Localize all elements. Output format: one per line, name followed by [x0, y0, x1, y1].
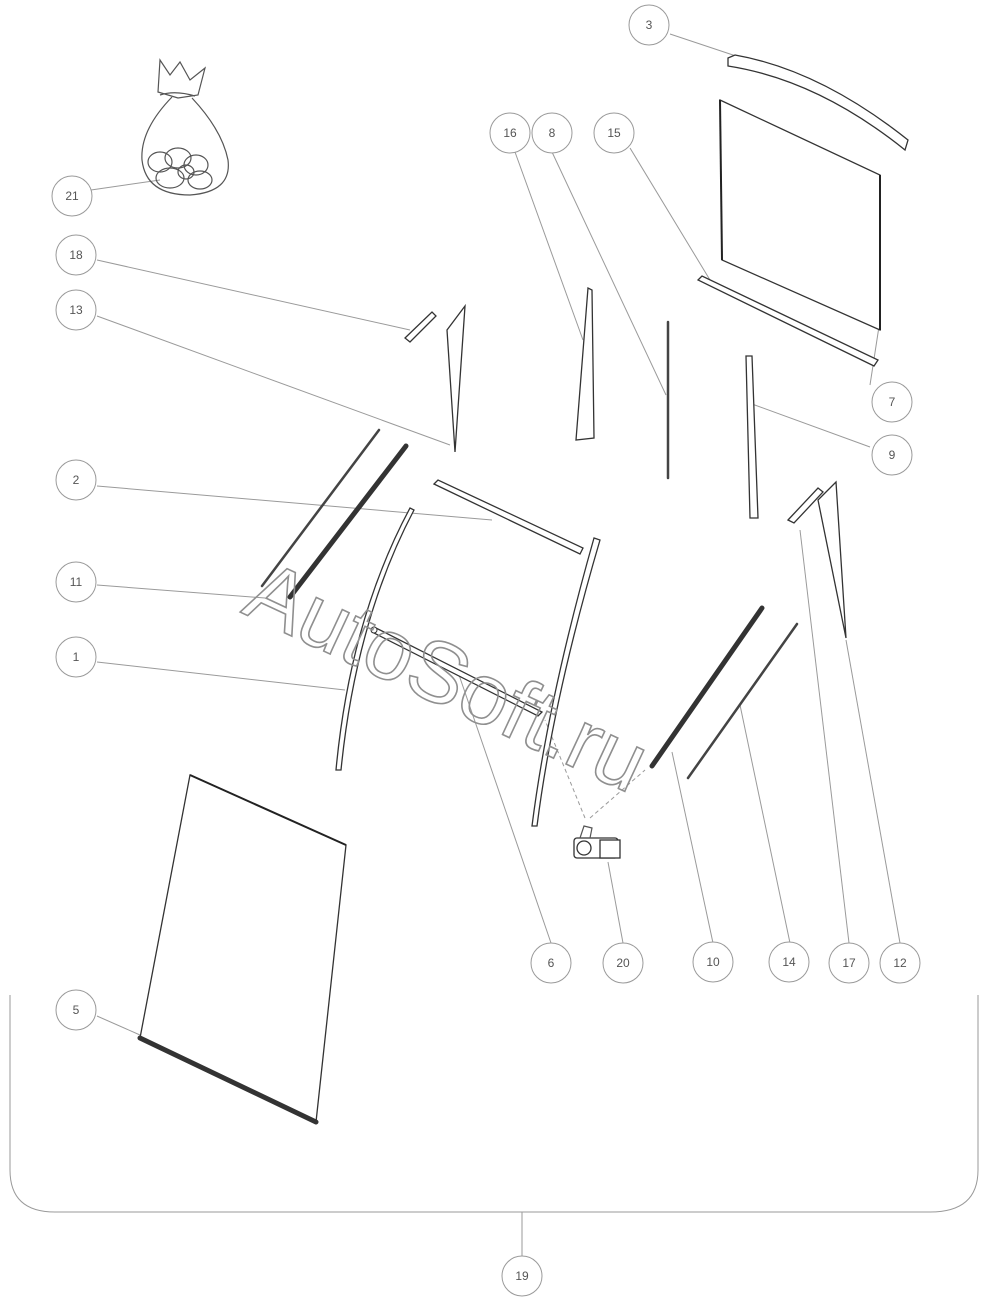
- svg-text:19: 19: [515, 1269, 529, 1283]
- svg-text:16: 16: [503, 126, 517, 140]
- callout-9: 9: [871, 434, 913, 476]
- kit-outline: [9, 995, 979, 1213]
- callout-6: 6: [530, 942, 572, 984]
- callout-14: 14: [768, 941, 810, 983]
- svg-text:9: 9: [889, 448, 896, 462]
- part-3-top-curved-strip: [727, 54, 909, 152]
- part-top-window-panel: [719, 98, 881, 331]
- callout-17: 17: [828, 942, 870, 984]
- callout-2: 2: [55, 459, 97, 501]
- svg-text:21: 21: [65, 189, 79, 203]
- svg-text:7: 7: [889, 395, 896, 409]
- svg-text:3: 3: [646, 18, 653, 32]
- callout-13: 13: [55, 289, 97, 331]
- callout-3: 3: [628, 4, 670, 46]
- part-16-wedge: [575, 286, 595, 441]
- svg-text:13: 13: [69, 303, 83, 317]
- callout-21: 21: [51, 175, 93, 217]
- part-20-camera: [573, 825, 621, 859]
- svg-text:5: 5: [73, 1003, 80, 1017]
- leader-lines: [90, 33, 901, 1256]
- part-2-strip: [432, 479, 584, 555]
- part-18-small-strip: [404, 311, 437, 343]
- callout-20: 20: [602, 942, 644, 984]
- part-21-clip-bag: [141, 58, 229, 196]
- callout-16: 16: [489, 112, 531, 154]
- callout-bubbles: 1 2 3 5 6 7 8 9 10 11 12 13 14 15 16 17 …: [51, 4, 921, 1297]
- svg-text:20: 20: [616, 956, 630, 970]
- part-13-triangle: [446, 303, 466, 453]
- svg-text:11: 11: [70, 575, 83, 589]
- callout-19: 19: [501, 1255, 543, 1297]
- part-10-14-rails: [649, 605, 799, 780]
- part-17-strip: [786, 487, 824, 524]
- part-11-rails: [260, 428, 409, 600]
- svg-text:15: 15: [607, 126, 621, 140]
- svg-text:14: 14: [782, 955, 796, 969]
- svg-text:2: 2: [73, 473, 80, 487]
- svg-text:1: 1: [73, 650, 80, 664]
- callout-10: 10: [692, 941, 734, 983]
- part-9-wedge: [745, 355, 759, 519]
- callout-12: 12: [879, 942, 921, 984]
- callout-18: 18: [55, 234, 97, 276]
- callout-15: 15: [593, 112, 635, 154]
- part-1-curved-rails: [335, 507, 601, 827]
- part-12-triangle: [817, 480, 847, 639]
- part-15-strip: [696, 275, 879, 367]
- part-6-bar: [370, 626, 544, 717]
- callout-5: 5: [55, 989, 97, 1031]
- part-5-panel: [137, 774, 347, 1125]
- svg-text:6: 6: [548, 956, 555, 970]
- callout-8: 8: [531, 112, 573, 154]
- watermark-text: AutoSoft.ru: [232, 542, 663, 811]
- callout-1: 1: [55, 636, 97, 678]
- svg-text:17: 17: [842, 956, 856, 970]
- svg-text:10: 10: [706, 955, 720, 969]
- callout-11: 11: [55, 561, 97, 603]
- svg-text:12: 12: [893, 956, 907, 970]
- svg-text:18: 18: [69, 248, 83, 262]
- callout-7: 7: [871, 381, 913, 423]
- svg-text:8: 8: [549, 126, 556, 140]
